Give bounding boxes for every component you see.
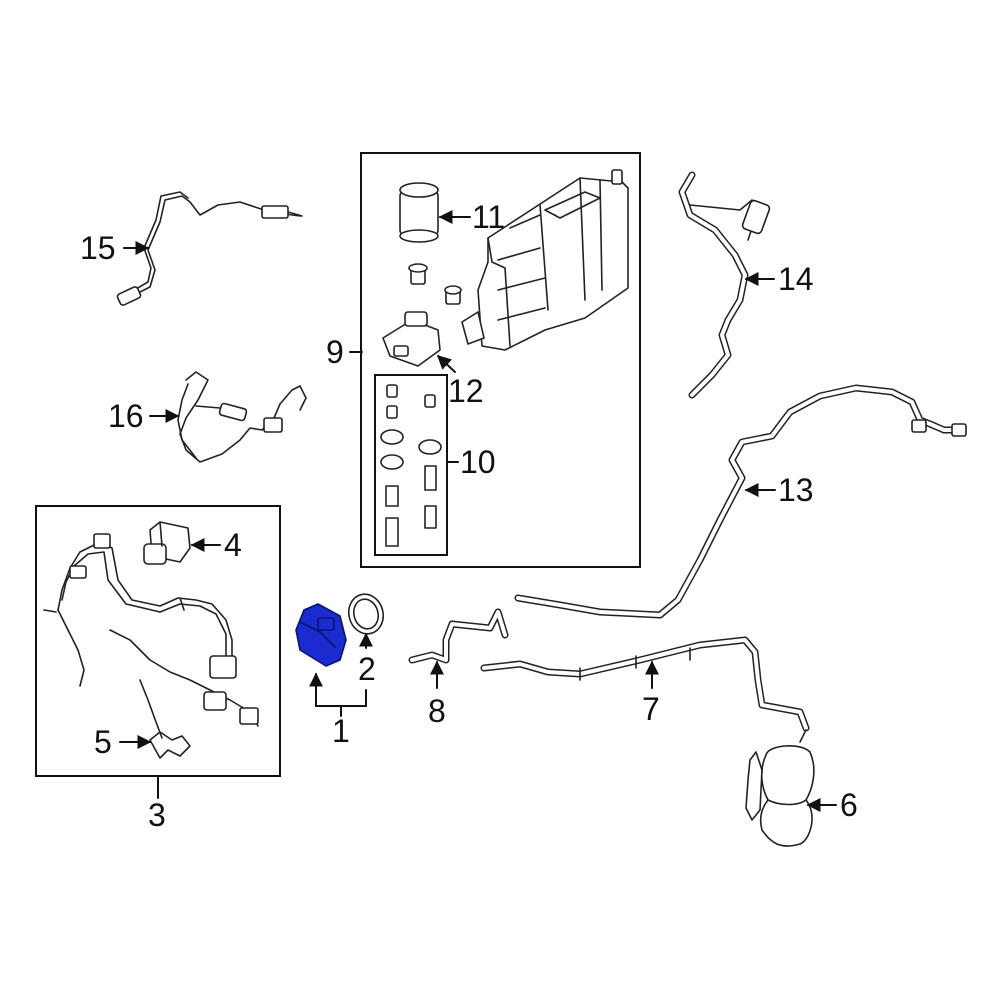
part-6-reservoir[interactable] xyxy=(745,729,815,847)
callout-5: 5 xyxy=(94,724,112,760)
part-9-canister[interactable] xyxy=(461,169,629,351)
part-3-harness[interactable] xyxy=(43,533,259,739)
part-2-ring[interactable] xyxy=(344,590,387,637)
part-1-pump-highlighted[interactable] xyxy=(295,603,347,667)
callout-10: 10 xyxy=(460,444,496,480)
group-box-9 xyxy=(360,152,641,568)
callout-7: 7 xyxy=(642,691,660,727)
fitting-top[interactable] xyxy=(408,263,428,285)
part-16-sensor[interactable] xyxy=(177,371,307,463)
part-13-line[interactable] xyxy=(514,384,967,619)
callout-4: 4 xyxy=(224,527,242,563)
part-10-hardware[interactable] xyxy=(380,384,442,547)
part-15-sensor[interactable] xyxy=(116,191,303,306)
part-5-bracket[interactable] xyxy=(149,731,191,759)
callout-9: 9 xyxy=(326,334,344,370)
part-4-valve[interactable] xyxy=(143,521,191,565)
part-11-cap[interactable] xyxy=(399,182,439,243)
callout-13: 13 xyxy=(778,472,814,508)
fitting-mid[interactable] xyxy=(444,285,462,305)
group-box-10 xyxy=(374,374,448,556)
callout-12: 12 xyxy=(448,373,484,409)
part-8-tube[interactable] xyxy=(408,608,509,664)
callout-2: 2 xyxy=(358,651,376,687)
part-14-hose[interactable] xyxy=(678,171,771,399)
callout-16: 16 xyxy=(108,398,144,434)
part-12-purge-valve[interactable] xyxy=(382,311,441,367)
callout-6: 6 xyxy=(840,787,858,823)
callout-11: 11 xyxy=(472,199,505,235)
callout-1: 1 xyxy=(332,713,350,749)
callout-3: 3 xyxy=(148,797,166,833)
callout-14: 14 xyxy=(778,261,814,297)
callout-8: 8 xyxy=(428,693,446,729)
callout-15: 15 xyxy=(80,230,116,266)
part-7-line[interactable] xyxy=(480,636,810,732)
